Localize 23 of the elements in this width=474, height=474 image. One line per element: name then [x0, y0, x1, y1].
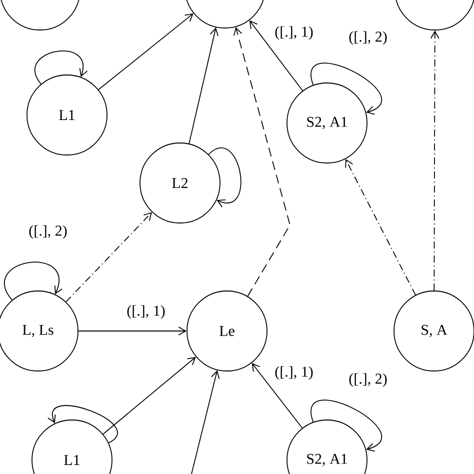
arrow [66, 212, 152, 302]
arrow [98, 13, 194, 90]
arrow [78, 326, 187, 336]
arrow [430, 30, 440, 291]
arrow [252, 362, 303, 428]
edge-label: ([.], 1) [275, 26, 313, 40]
edge-label: ([.], 2) [349, 373, 387, 387]
arrow [188, 27, 218, 144]
loop-arrow [34, 50, 88, 84]
edge-label: ([.], 1) [127, 305, 165, 319]
loop-arrow [47, 405, 118, 444]
arrow [249, 20, 304, 92]
loop-arrow [310, 62, 382, 115]
edge-label: ([.], 1) [275, 366, 313, 380]
arrow [233, 27, 290, 297]
edge-label: ([.], 2) [349, 31, 387, 45]
loop-arrow [208, 148, 242, 208]
arrow [102, 356, 196, 435]
arrow [345, 158, 416, 296]
arrow [190, 370, 220, 474]
loop-arrow [4, 262, 63, 300]
edge-label: ([.], 2) [29, 225, 67, 239]
loop-arrow [310, 400, 382, 452]
